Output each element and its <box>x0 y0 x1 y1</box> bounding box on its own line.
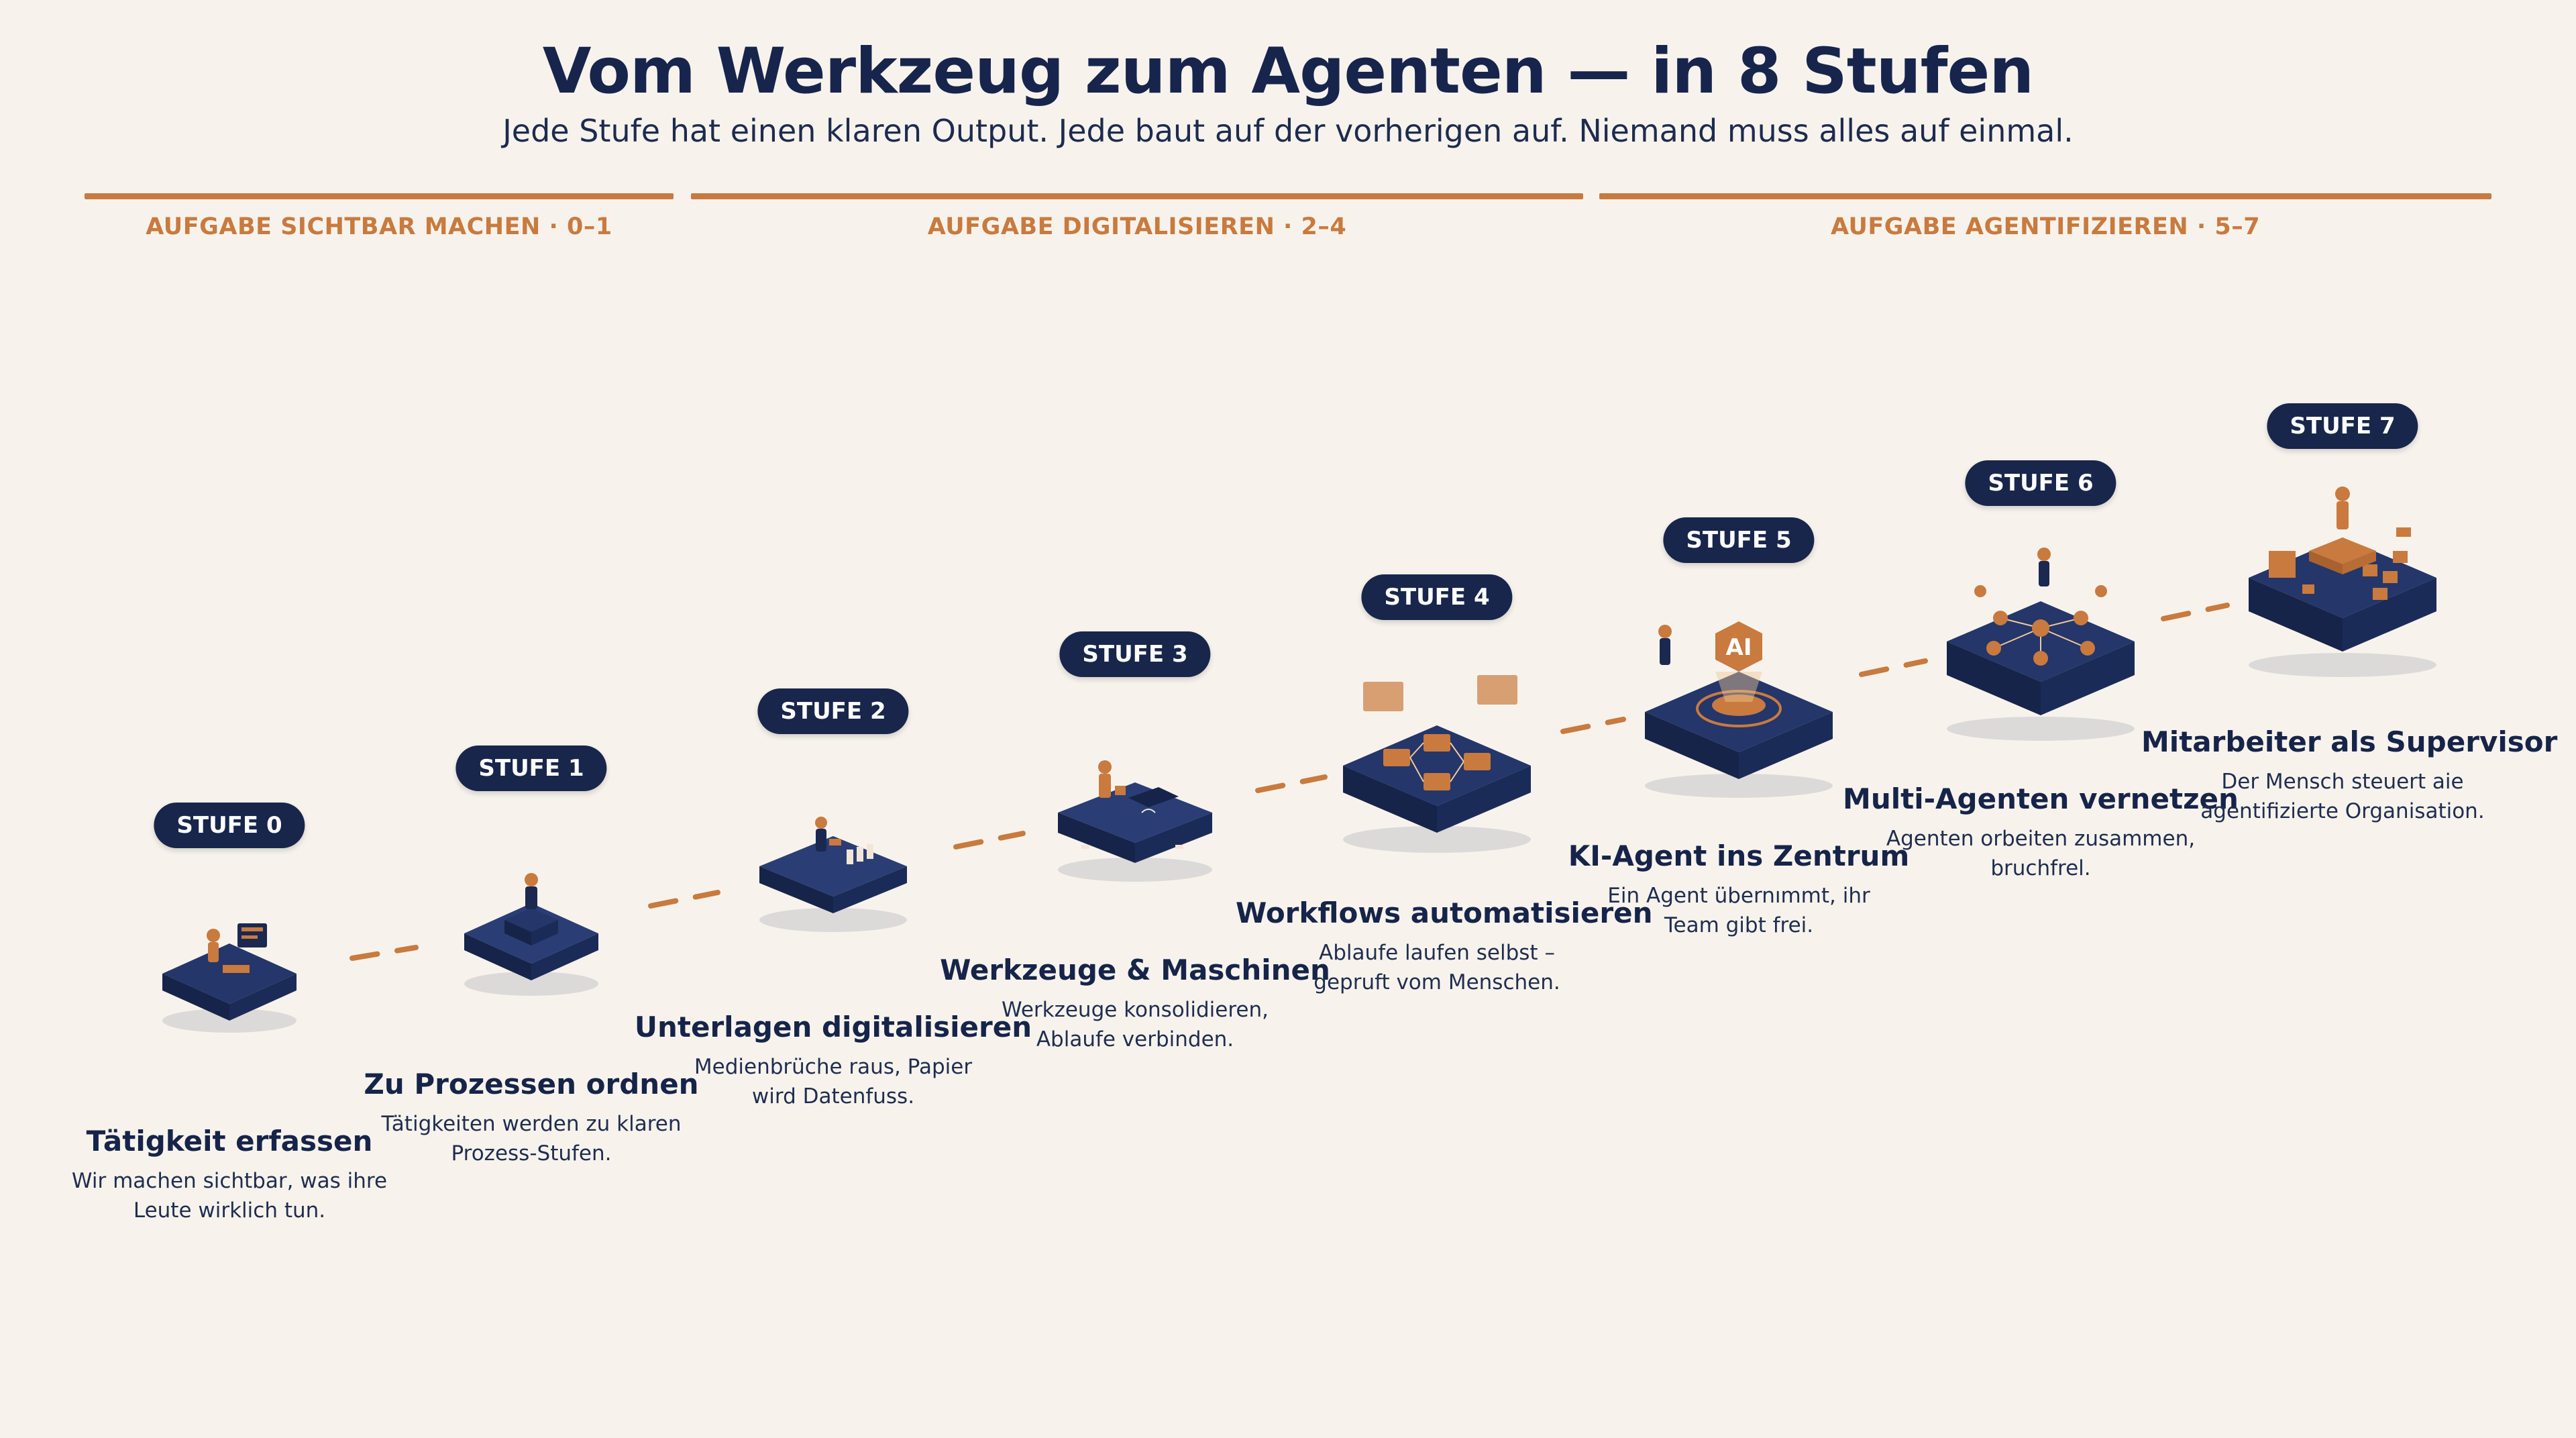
stage-0-badge: STUFE 0 <box>154 803 305 848</box>
stage-7-badge: STUFE 7 <box>2267 403 2418 449</box>
page-title: Vom Werkzeug zum Agenten — in 8 Stufen <box>542 35 2034 108</box>
stage-3-desc-line-2: Ablaufe verbinden. <box>1036 1027 1234 1051</box>
stage-1-desc-line-1: Tätigkeiten werden zu klaren <box>381 1112 682 1136</box>
stage-1-desc-line-2: Prozess-Stufen. <box>451 1141 612 1166</box>
stage-2: STUFE 2 Unterlagen digitalisieren Medien… <box>635 688 1032 1118</box>
stage-6-desc-line-2: bruchfrel. <box>1990 856 2091 880</box>
stage-5-desc-line-1: Ein Agent übernımmt, ihr <box>1607 884 1870 908</box>
stage-4-title: Workflows automatisieren <box>1236 896 1653 929</box>
stage-0: STUFE 0 Tätigkeit erfassen Wir machen si… <box>55 803 404 1232</box>
stage-5-title: KI-Agent ins Zentrum <box>1568 839 1910 872</box>
stage-4-desc-line-2: gepruft vom Menschen. <box>1313 970 1560 994</box>
stage-4-workflow-automation-icon <box>1343 675 1531 853</box>
stage-2-document-digitalisation-icon <box>759 817 907 932</box>
stage-5: STUFE 5 AI KI-Agent ins Zentrum Ein Agen… <box>1564 517 1913 947</box>
stage-1-badge: STUFE 1 <box>455 746 607 791</box>
phase-label-agentifizieren: AUFGABE AGENTIFIZIEREN · 5–7 <box>1830 213 2261 240</box>
stage-6-multi-agent-network-icon <box>1947 548 2135 741</box>
stage-2-badge: STUFE 2 <box>757 688 909 734</box>
stage-2-desc-line-2: wird Datenfuss. <box>751 1084 915 1109</box>
phase-label-digitalisieren: AUFGABE DIGITALISIEREN · 2–4 <box>927 213 1347 240</box>
stage-5-badge: STUFE 5 <box>1663 517 1815 563</box>
stage-4-badge: STUFE 4 <box>1361 574 1513 620</box>
stage-3-tools-machines-icon <box>1058 760 1212 882</box>
stage-5-desc-line-2: Team gibt frei. <box>1664 913 1814 937</box>
stage-3-title: Werkzeuge & Maschinen <box>940 954 1330 986</box>
phase-bar-digitalisieren <box>691 193 1583 199</box>
stage-5-ai-agent-icon: AI <box>1645 621 1833 798</box>
stage-7-desc-line-2: agentifizierte Organisation. <box>2200 799 2485 823</box>
stage-1: STUFE 1 Zu Prozessen ordnen Tätigkeiten … <box>357 746 706 1175</box>
stage-0-title: Tätigkeit erfassen <box>86 1125 373 1158</box>
page-subtitle: Jede Stufe hat einen klaren Output. Jede… <box>502 113 2074 149</box>
stage-7: STUFE 7 Mitarbeiter als Supervisor Der M… <box>2141 403 2557 833</box>
stage-0-desc-line-1: Wir machen sichtbar, was ihre <box>71 1169 388 1193</box>
stage-7-supervisor-icon <box>2249 486 2436 677</box>
stage-6-badge: STUFE 6 <box>1965 460 2116 506</box>
stage-3: STUFE 3 Werkzeuge & Maschinen Werkzeuge … <box>940 631 1330 1061</box>
stage-3-desc-line-1: Werkzeuge konsolidieren, <box>1001 998 1269 1022</box>
stage-1-title: Zu Prozessen ordnen <box>364 1068 699 1100</box>
stage-6-title: Multi-Agenten vernetzen <box>1843 782 2239 815</box>
stage-4-desc-line-1: Ablaufe laufen selbst – <box>1319 941 1555 965</box>
stage-2-title: Unterlagen digitalisieren <box>634 1011 1032 1043</box>
phase-bar-agentifizieren <box>1599 193 2491 199</box>
stage-6: STUFE 6 Multi-Agenten vernetzen Agenten … <box>1843 460 2239 890</box>
ai-chip-label: AI <box>1726 634 1752 661</box>
stage-4: STUFE 4 Workflows automatisieren Ablaufe… <box>1236 574 1652 1004</box>
stage-7-title: Mitarbeiter als Supervisor <box>2141 725 2558 758</box>
stage-3-badge: STUFE 3 <box>1059 631 1211 677</box>
stage-0-desc-line-2: Leute wirklich tun. <box>133 1198 326 1223</box>
phase-bar-sichtbar <box>85 193 674 199</box>
stage-6-desc-line-1: Agenten orbeiten zusammen, <box>1886 827 2196 851</box>
stage-1-process-stage-icon <box>464 873 598 996</box>
stage-7-desc-line-1: Der Mensch steuert aie <box>2221 770 2464 794</box>
phase-label-sichtbar: AUFGABE SICHTBAR MACHEN · 0–1 <box>146 213 612 240</box>
stage-0-desk-workstation-icon <box>162 923 297 1033</box>
stage-2-desc-line-1: Medienbrüche raus, Papier <box>694 1055 973 1079</box>
